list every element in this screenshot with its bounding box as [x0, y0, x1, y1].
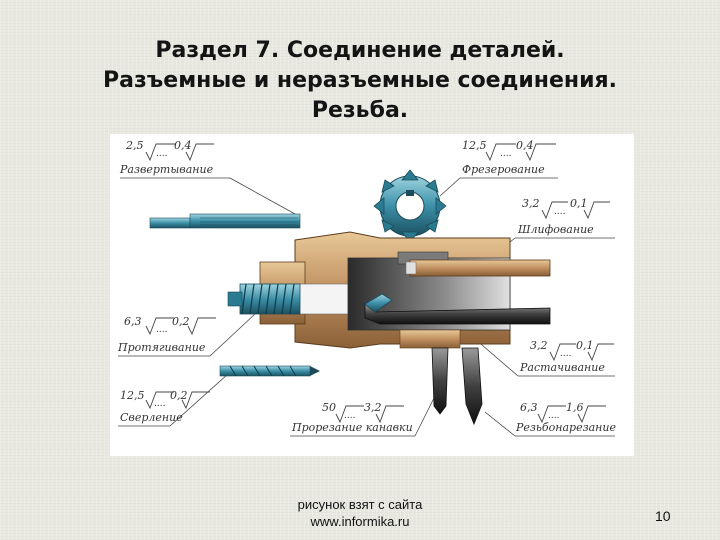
- val-grooving: 3,2: [364, 401, 382, 414]
- label-boring: Растачивание: [520, 361, 605, 374]
- title-line-1: Раздел 7. Соединение деталей.: [155, 38, 565, 63]
- val-grinding: 0,1: [570, 197, 588, 210]
- boring-bar: [364, 293, 551, 325]
- label-milling: Фрезерование: [462, 163, 545, 176]
- val-boring: 0,1: [576, 339, 594, 352]
- label-reaming: Развертывание: [120, 163, 214, 176]
- slide-title: Раздел 7. Соединение деталей. Разъемные …: [40, 36, 680, 126]
- dots-drilling: ....: [154, 399, 166, 409]
- label-drilling: Сверление: [120, 411, 183, 424]
- milling-cutter: [373, 169, 447, 243]
- title-line-3: Резьба.: [311, 98, 409, 123]
- broach-tool: [227, 283, 301, 315]
- figure-drawing: [118, 143, 615, 437]
- image-caption: рисунок взят с сайта www.informika.ru: [250, 496, 470, 530]
- title-line-2: Разъемные и неразъемные соединения.: [102, 68, 618, 93]
- rough-boring-1: 3,2: [530, 339, 548, 352]
- rough-reaming-1: 2,5: [126, 139, 144, 152]
- caption-line-2: www.informika.ru: [310, 514, 410, 529]
- dots-boring: ....: [560, 349, 572, 359]
- label-grinding: Шлифование: [518, 223, 594, 236]
- leader-lines: [118, 177, 615, 437]
- dots-milling: ....: [500, 149, 512, 159]
- rough-grooving-1: 50: [322, 401, 336, 414]
- grinding-rod: [405, 259, 551, 277]
- caption-line-1: рисунок взят с сайта: [297, 497, 423, 512]
- rough-grinding-1: 3,2: [522, 197, 540, 210]
- label-grooving: Прорезание канавки: [292, 421, 413, 434]
- threading-tool: [461, 347, 483, 426]
- dots-reaming: ....: [156, 149, 168, 159]
- val-milling: 0,4: [516, 139, 534, 152]
- rough-broaching-1: 6,3: [124, 315, 142, 328]
- rough-threading-1: 6,3: [520, 401, 538, 414]
- dots-threading: ....: [548, 411, 560, 421]
- label-threading: Резьбонарезание: [516, 421, 616, 434]
- val-reaming: 0,4: [174, 139, 192, 152]
- reamer-tool: [149, 213, 301, 229]
- machining-figure: Развертывание 2,5 .... 0,4 Фрезерование …: [110, 134, 634, 456]
- grooving-tool: [431, 347, 449, 415]
- rough-milling-1: 12,5: [462, 139, 487, 152]
- label-broaching: Протягивание: [118, 341, 206, 354]
- rough-drilling-1: 12,5: [120, 389, 145, 402]
- drill-tool: [219, 365, 320, 377]
- roughness-marks: [145, 143, 614, 424]
- dots-grinding: ....: [554, 207, 566, 217]
- val-broaching: 0,2: [172, 315, 190, 328]
- dots-broaching: ....: [156, 325, 168, 335]
- dots-grooving: ....: [344, 411, 356, 421]
- page-number: 10: [655, 508, 671, 524]
- val-drilling: 0,2: [170, 389, 188, 402]
- val-threading: 1,6: [566, 401, 584, 414]
